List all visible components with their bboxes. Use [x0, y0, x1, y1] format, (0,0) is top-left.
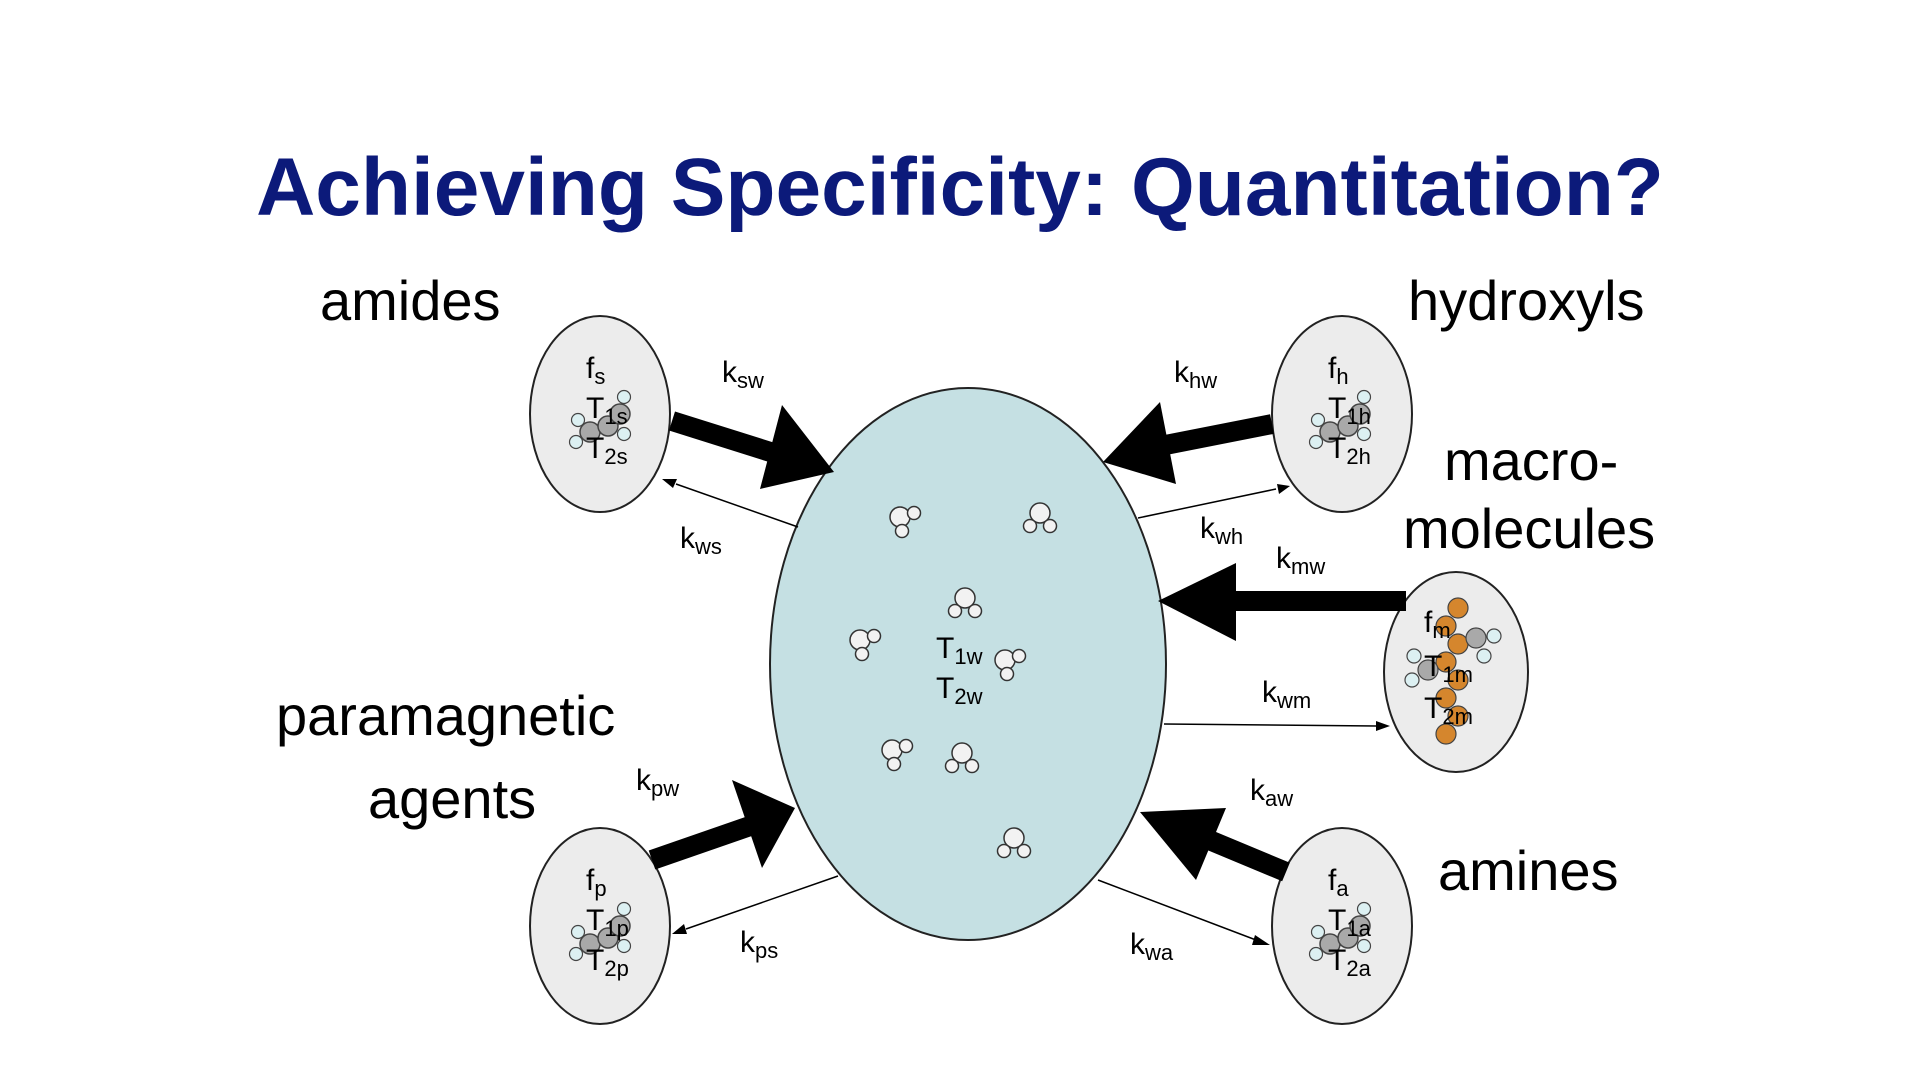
amines-outflow-arrow — [1097, 879, 1257, 941]
paramagnetic-f-label: fp — [586, 864, 607, 901]
amines-outflow-arrowhead — [1252, 935, 1270, 945]
hydroxyls-t1-label: T1h — [1328, 392, 1371, 429]
hydroxyls-pool — [1271, 315, 1413, 513]
amides-pool — [529, 315, 671, 513]
paramagnetic-t1-label: T1p — [586, 904, 629, 941]
amides-outflow-arrowhead — [662, 479, 677, 488]
macromolecules-outflow-arrow — [1163, 723, 1377, 727]
amines-pool — [1271, 827, 1413, 1025]
amines-inflow-arrowhead — [1140, 808, 1226, 880]
macromolecules-f-label: fm — [1424, 606, 1451, 643]
amides-f-label: fs — [586, 352, 605, 389]
amides-t1-label: T1s — [586, 392, 628, 429]
paramagnetic-label-line2: agents — [368, 767, 536, 830]
hydroxyls-inflow-arrowhead — [1103, 402, 1176, 484]
macromolecules-outflow-arrowhead — [1376, 721, 1390, 731]
paramagnetic-inflow-arrow — [648, 816, 754, 870]
water-pool — [769, 387, 1167, 941]
paramagnetic-outflow-arrow — [685, 875, 839, 930]
slide-title: Achieving Specificity: Quantitation? — [256, 142, 1664, 233]
macromolecules-k-in-label: kmw — [1276, 542, 1325, 579]
amines-k-in-label: kaw — [1250, 774, 1293, 811]
macromolecule-chain-icon — [1404, 597, 1502, 745]
macromolecules-label-line2: molecules — [1403, 497, 1655, 560]
amides-label: amides — [320, 269, 501, 332]
paramagnetic-label-line1: paramagnetic — [276, 684, 615, 747]
macromolecules-t2-label: T2m — [1424, 692, 1473, 729]
hydroxyls-k-in-label: khw — [1174, 356, 1217, 393]
amines-label: amines — [1438, 839, 1619, 902]
paramagnetic-k-in-label: kpw — [636, 764, 679, 801]
amines-f-label: fa — [1328, 864, 1349, 901]
paramagnetic-t2-label: T2p — [586, 944, 629, 981]
amides-k-out-label: kws — [680, 522, 722, 559]
paramagnetic-outflow-arrowhead — [672, 924, 687, 934]
amines-t1-label: T1a — [1328, 904, 1372, 941]
hydroxyls-inflow-arrow — [1158, 414, 1274, 456]
paramagnetic-pool — [529, 827, 671, 1025]
hydroxyls-t2-label: T2h — [1328, 432, 1371, 469]
macromolecules-k-out-label: kwm — [1262, 676, 1311, 713]
paramagnetic-k-out-label: kps — [740, 926, 778, 963]
hydroxyls-k-out-label: kwh — [1200, 512, 1243, 549]
water-t1-label: T1w — [936, 632, 983, 669]
amides-outflow-arrow — [675, 483, 799, 528]
amines-k-out-label: kwa — [1130, 928, 1174, 965]
amides-k-in-label: ksw — [722, 356, 764, 393]
hydroxyls-outflow-arrowhead — [1277, 484, 1290, 494]
amides-inflow-arrow — [668, 411, 784, 465]
macromolecules-label-line1: macro- — [1444, 429, 1618, 492]
amides-t2-label: T2s — [586, 432, 628, 469]
amides-inflow-arrowhead — [760, 405, 834, 489]
amines-t2-label: T2a — [1328, 944, 1372, 981]
water-t2-label: T2w — [936, 672, 983, 709]
macromolecules-t1-label: T1m — [1424, 650, 1473, 687]
hydroxyls-outflow-arrow — [1137, 488, 1277, 519]
paramagnetic-inflow-arrowhead — [732, 780, 795, 868]
hydroxyls-f-label: fh — [1328, 352, 1349, 389]
macromolecules-inflow-arrowhead — [1158, 563, 1236, 641]
hydroxyls-label: hydroxyls — [1408, 269, 1645, 332]
